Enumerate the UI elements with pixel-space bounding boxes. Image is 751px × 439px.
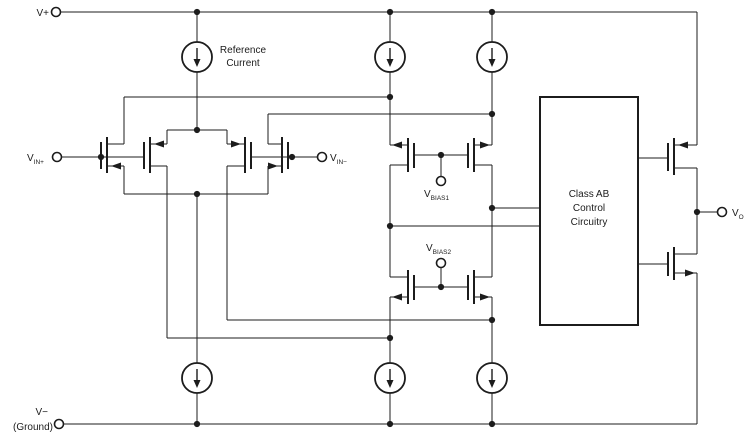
junction-dot	[288, 153, 296, 161]
vminus-terminal	[53, 418, 65, 430]
source-arrow-icon	[392, 141, 402, 149]
vplus-label: V+	[36, 8, 49, 19]
junction-dot	[386, 8, 394, 16]
vin-minus-label: VIN−	[330, 153, 347, 166]
source-arrow-icon	[685, 269, 695, 277]
input-pmos-right	[243, 137, 253, 173]
junction-dot	[386, 93, 394, 101]
top-middle-current-source	[374, 41, 406, 73]
vout-terminal	[716, 206, 728, 218]
source-arrow-icon	[480, 293, 490, 301]
current-arrow-down-icon	[193, 380, 201, 388]
class-ab-label: Circuitry	[571, 217, 608, 228]
source-arrow-icon	[111, 162, 121, 170]
current-arrow-down-icon	[488, 59, 496, 67]
current-arrow-down-icon	[488, 380, 496, 388]
current-arrow-down-icon	[193, 59, 201, 67]
output-pmos	[666, 138, 676, 175]
vin-plus-label: VIN+	[27, 153, 44, 166]
junction-dot	[488, 110, 496, 118]
vout-label: VO	[732, 208, 744, 221]
junction-dot	[193, 420, 201, 428]
junction-dot	[193, 190, 201, 198]
vin-plus-terminal	[51, 151, 63, 163]
junction-dot	[437, 283, 445, 291]
junction-dot	[386, 420, 394, 428]
reference-current-source	[181, 41, 213, 73]
current-arrow-down-icon	[386, 59, 394, 67]
vbias1-label: VBIAS1	[424, 189, 449, 202]
reference-current-label: Reference	[220, 45, 267, 56]
output-nmos	[666, 247, 676, 280]
vbias1-terminal	[435, 175, 447, 187]
reference-current-label: Current	[226, 58, 260, 69]
source-arrow-icon	[480, 141, 490, 149]
source-arrow-icon	[268, 162, 278, 170]
vminus-label: V−	[35, 407, 48, 418]
junction-dot	[488, 204, 496, 212]
cascode-top-right	[466, 138, 476, 172]
junction-dot	[97, 153, 105, 161]
junction-dot	[488, 420, 496, 428]
cascode-bottom-left	[406, 270, 416, 304]
bottom-right-current-source	[476, 362, 508, 394]
bottom-left-current-source	[181, 362, 213, 394]
source-arrow-icon	[392, 293, 402, 301]
cascode-bottom-right	[466, 270, 476, 304]
junction-dot	[193, 126, 201, 134]
bottom-middle-current-source	[374, 362, 406, 394]
class-ab-control-circuitry	[539, 96, 639, 326]
input-pmos-left	[142, 137, 152, 173]
vin-minus-terminal	[316, 151, 328, 163]
source-arrow-icon	[231, 140, 241, 148]
vplus-terminal	[50, 6, 62, 18]
junction-dot	[693, 208, 701, 216]
cascode-top-left	[406, 138, 416, 172]
vbias2-terminal	[435, 257, 447, 269]
class-ab-label: Class AB	[569, 189, 610, 200]
junction-dot	[488, 8, 496, 16]
junction-dot	[386, 222, 394, 230]
source-arrow-icon	[154, 140, 164, 148]
junction-dot	[386, 334, 394, 342]
wires	[61, 11, 717, 425]
input-nmos-right	[280, 137, 290, 173]
top-right-current-source	[476, 41, 508, 73]
junction-dot	[437, 151, 445, 159]
class-ab-label: Control	[573, 203, 605, 214]
junction-dot	[488, 316, 496, 324]
vbias2-label: VBIAS2	[426, 243, 451, 256]
junction-dot	[193, 8, 201, 16]
source-arrow-icon	[678, 141, 688, 149]
current-arrow-down-icon	[386, 380, 394, 388]
ground-label: (Ground)	[13, 422, 53, 433]
